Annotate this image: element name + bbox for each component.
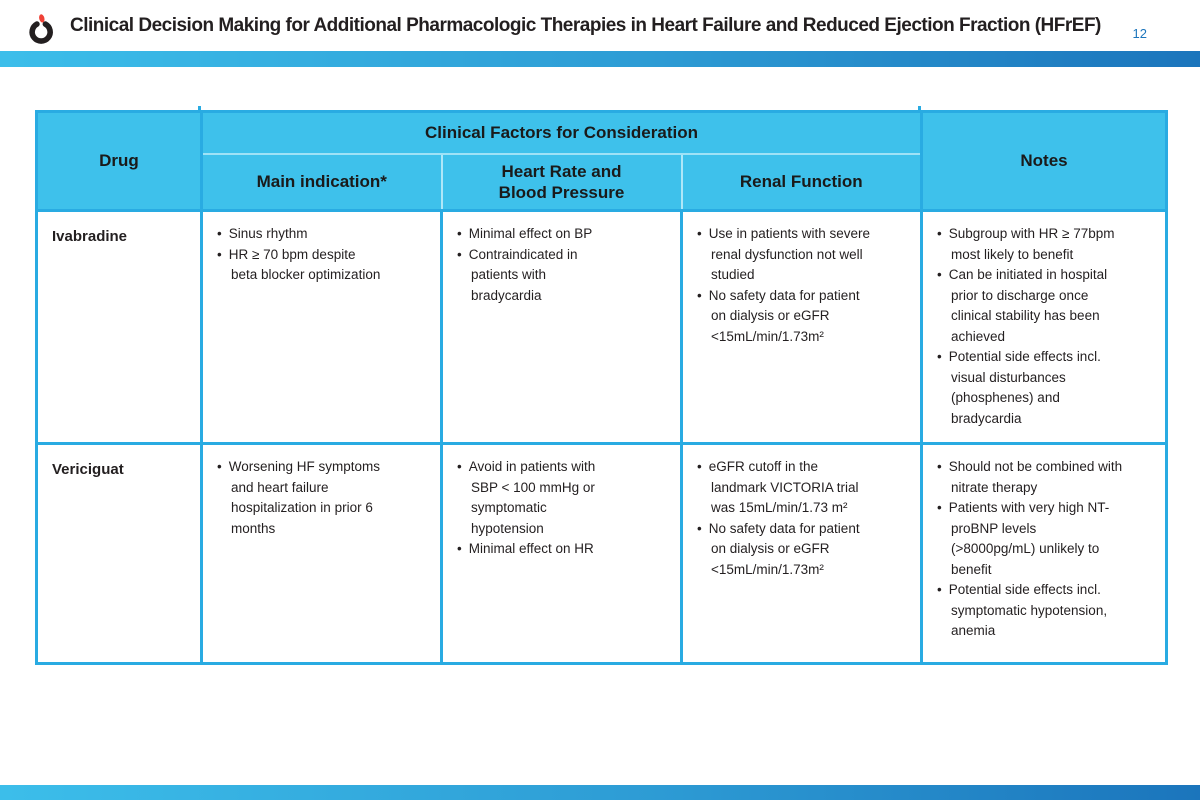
cell-heart-rate-bp: Minimal effect on BPContraindicated in p… — [440, 209, 683, 445]
header-accent-bar — [0, 51, 1200, 67]
bullet-item: Use in patients with severe renal dysfun… — [697, 224, 876, 286]
bullet-list: Minimal effect on BPContraindicated in p… — [457, 224, 670, 306]
column-header-label: Main indication* — [256, 172, 387, 192]
bullet-item: eGFR cutoff in the landmark VICTORIA tri… — [697, 457, 876, 519]
table-row-ivabradine: Ivabradine Sinus rhythmHR ≥ 70 bpm despi… — [35, 209, 1168, 445]
bullet-item: No safety data for patient on dialysis o… — [697, 519, 876, 581]
cell-drug-name: Ivabradine — [35, 209, 203, 445]
heart-logo-icon — [29, 14, 53, 44]
bullet-list: Subgroup with HR ≥ 77bpm most likely to … — [937, 224, 1155, 429]
footer-accent-bar — [0, 785, 1200, 800]
bullet-item: Minimal effect on BP — [457, 224, 604, 245]
column-header-label: Renal Function — [739, 172, 863, 192]
bullet-list: eGFR cutoff in the landmark VICTORIA tri… — [697, 457, 910, 580]
column-header-heart-rate-bp: Heart Rate and Blood Pressure — [440, 152, 683, 212]
column-header-notes: Notes — [920, 110, 1168, 212]
bullet-list: Use in patients with severe renal dysfun… — [697, 224, 910, 347]
table-border-notch — [198, 106, 201, 111]
bullet-list: Avoid in patients with SBP < 100 mmHg or… — [457, 457, 670, 560]
bullet-item: Subgroup with HR ≥ 77bpm most likely to … — [937, 224, 1123, 265]
table-row-vericiguat: Vericiguat Worsening HF symptoms and hea… — [35, 442, 1168, 665]
cell-heart-rate-bp: Avoid in patients with SBP < 100 mmHg or… — [440, 442, 683, 665]
bullet-item: Can be initiated in hospital prior to di… — [937, 265, 1123, 347]
cell-renal-function: Use in patients with severe renal dysfun… — [680, 209, 923, 445]
bullet-list: Should not be combined with nitrate ther… — [937, 457, 1155, 642]
bullet-item: No safety data for patient on dialysis o… — [697, 286, 876, 348]
column-header-main-indication: Main indication* — [200, 152, 443, 212]
bullet-item: Potential side effects incl. visual dist… — [937, 347, 1123, 429]
drug-name-label: Ivabradine — [52, 228, 128, 245]
cell-drug-name: Vericiguat — [35, 442, 203, 665]
table-border-notch — [918, 106, 921, 111]
page-number: 12 — [1132, 26, 1147, 41]
bullet-item: Sinus rhythm — [217, 224, 381, 245]
drug-table-container: Drug Clinical Factors for Consideration … — [35, 106, 1168, 665]
column-header-renal-function: Renal Function — [680, 152, 923, 212]
column-header-label: Heart Rate and Blood Pressure — [498, 161, 625, 202]
bullet-item: Patients with very high NT-proBNP levels… — [937, 498, 1123, 580]
bullet-list: Worsening HF symptoms and heart failure … — [217, 457, 430, 539]
bullet-item: Contraindicated in patients with bradyca… — [457, 245, 604, 307]
cell-renal-function: eGFR cutoff in the landmark VICTORIA tri… — [680, 442, 923, 665]
bullet-item: HR ≥ 70 bpm despite beta blocker optimiz… — [217, 245, 381, 286]
column-header-drug: Drug — [35, 110, 203, 212]
table-header-sub-row: Main indication* Heart Rate and Blood Pr… — [37, 152, 1167, 212]
bullet-item: Worsening HF symptoms and heart failure … — [217, 457, 381, 539]
bullet-item: Minimal effect on HR — [457, 539, 604, 560]
drug-name-label: Vericiguat — [52, 461, 124, 478]
drug-table: Drug Clinical Factors for Consideration … — [35, 110, 1168, 665]
column-group-header-clinical-factors: Clinical Factors for Consideration — [200, 110, 923, 155]
bullet-list: Sinus rhythmHR ≥ 70 bpm despite beta blo… — [217, 224, 430, 286]
bullet-item: Should not be combined with nitrate ther… — [937, 457, 1123, 498]
bullet-item: Potential side effects incl. symptomatic… — [937, 580, 1123, 642]
table-header-group-row: Drug Clinical Factors for Consideration … — [35, 110, 1168, 212]
cell-notes: Subgroup with HR ≥ 77bpm most likely to … — [920, 209, 1168, 445]
page-title: Clinical Decision Making for Additional … — [70, 15, 1101, 36]
bullet-item: Avoid in patients with SBP < 100 mmHg or… — [457, 457, 604, 539]
cell-notes: Should not be combined with nitrate ther… — [920, 442, 1168, 665]
cell-main-indication: Sinus rhythmHR ≥ 70 bpm despite beta blo… — [200, 209, 443, 445]
cell-main-indication: Worsening HF symptoms and heart failure … — [200, 442, 443, 665]
